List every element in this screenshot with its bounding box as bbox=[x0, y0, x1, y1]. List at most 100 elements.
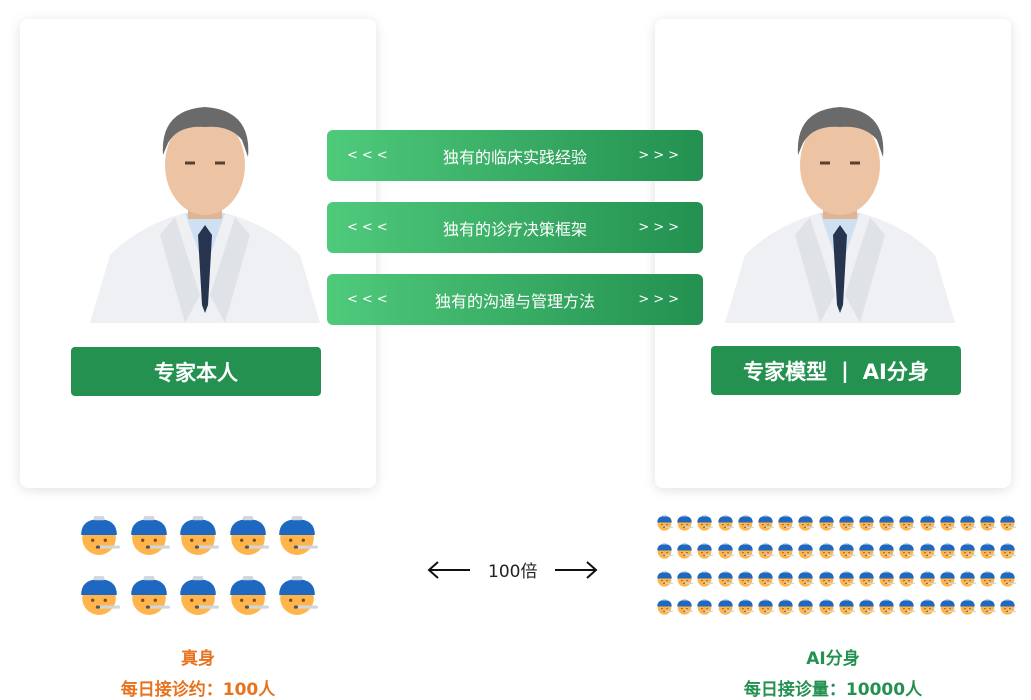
patient-face-icon bbox=[276, 514, 318, 556]
patient-face-icon bbox=[717, 542, 734, 559]
patient-face-icon bbox=[737, 570, 754, 587]
arrow-right-icon bbox=[555, 560, 598, 579]
patient-face-icon bbox=[919, 542, 936, 559]
patient-face-icon bbox=[919, 514, 936, 531]
expert-card: 专家本人 bbox=[20, 19, 376, 488]
patient-face-icon bbox=[939, 514, 956, 531]
patient-face-icon bbox=[919, 570, 936, 587]
patient-face-icon bbox=[858, 514, 875, 531]
patient-face-icon bbox=[757, 570, 774, 587]
patient-face-icon bbox=[777, 514, 794, 531]
label-separator: | bbox=[841, 358, 849, 383]
patient-face-icon bbox=[757, 542, 774, 559]
left-stats-line: 每日接诊约：100人 bbox=[120, 680, 276, 700]
right-stats-title: AI分身 bbox=[806, 649, 860, 669]
patient-face-icon bbox=[696, 598, 713, 615]
patient-face-icon bbox=[656, 514, 673, 531]
patient-face-icon bbox=[878, 598, 895, 615]
patient-face-icon bbox=[696, 514, 713, 531]
ai-model-card: 专家模型 | AI分身 bbox=[655, 19, 1011, 488]
patient-face-icon bbox=[818, 514, 835, 531]
patient-face-icon bbox=[999, 570, 1016, 587]
chevrons-right-icon: >>> bbox=[638, 148, 683, 163]
patient-face-icon bbox=[898, 570, 915, 587]
patient-face-icon bbox=[818, 570, 835, 587]
chevrons-right-icon: >>> bbox=[638, 220, 683, 235]
banner-clinical-experience: <<< 独有的临床实践经验 >>> bbox=[327, 130, 703, 181]
patient-face-icon bbox=[777, 598, 794, 615]
banner-decision-framework: <<< 独有的诊疗决策框架 >>> bbox=[327, 202, 703, 253]
patient-face-icon bbox=[177, 574, 219, 616]
patient-face-icon bbox=[128, 514, 170, 556]
patient-face-icon bbox=[78, 574, 120, 616]
patient-face-icon bbox=[999, 542, 1016, 559]
patient-face-icon bbox=[128, 574, 170, 616]
patient-face-icon bbox=[959, 570, 976, 587]
doctor-photo bbox=[725, 95, 955, 323]
patient-face-icon bbox=[959, 598, 976, 615]
chevrons-right-icon: >>> bbox=[638, 292, 683, 307]
ai-label-text: AI分身 bbox=[862, 359, 929, 384]
right-stats: AI分身 每日接诊量：10000人 bbox=[733, 644, 933, 700]
patient-face-icon bbox=[276, 574, 318, 616]
patient-face-icon bbox=[717, 514, 734, 531]
patient-face-icon bbox=[737, 598, 754, 615]
patient-face-icon bbox=[777, 570, 794, 587]
arrow-left-icon bbox=[427, 560, 470, 579]
patient-face-icon bbox=[959, 514, 976, 531]
patient-face-icon bbox=[878, 542, 895, 559]
patient-face-icon bbox=[838, 598, 855, 615]
multiplier-row: 100倍 bbox=[426, 557, 599, 582]
patient-face-icon bbox=[939, 598, 956, 615]
patient-face-icon bbox=[777, 542, 794, 559]
doctor-photo bbox=[90, 95, 320, 323]
patient-face-icon bbox=[78, 514, 120, 556]
multiplier-text: 100倍 bbox=[488, 562, 538, 582]
patient-face-icon bbox=[737, 542, 754, 559]
banner-text: 独有的诊疗决策框架 bbox=[442, 219, 587, 239]
patient-face-icon bbox=[676, 514, 693, 531]
patient-face-icon bbox=[878, 514, 895, 531]
patient-face-icon bbox=[838, 542, 855, 559]
patient-face-icon bbox=[818, 598, 835, 615]
patient-face-icon bbox=[979, 514, 996, 531]
patient-face-icon bbox=[717, 598, 734, 615]
patient-face-icon bbox=[757, 598, 774, 615]
patient-face-icon bbox=[757, 514, 774, 531]
patient-face-icon bbox=[838, 514, 855, 531]
patient-face-icon bbox=[979, 570, 996, 587]
patient-face-icon bbox=[676, 542, 693, 559]
patient-face-icon bbox=[919, 598, 936, 615]
patient-face-icon bbox=[656, 598, 673, 615]
ai-model-label: 专家模型 | AI分身 bbox=[711, 346, 961, 395]
patient-face-icon bbox=[676, 570, 693, 587]
chevrons-left-icon: <<< bbox=[347, 148, 392, 163]
patient-face-icon bbox=[999, 514, 1016, 531]
right-stats-line: 每日接诊量：10000人 bbox=[743, 680, 923, 700]
patient-face-icon bbox=[656, 570, 673, 587]
patient-face-icon bbox=[898, 598, 915, 615]
chevrons-left-icon: <<< bbox=[347, 220, 392, 235]
patient-face-icon bbox=[696, 542, 713, 559]
patient-face-icon bbox=[177, 514, 219, 556]
left-stats-title: 真身 bbox=[181, 649, 215, 669]
patient-face-icon bbox=[959, 542, 976, 559]
patient-face-icon bbox=[898, 514, 915, 531]
patient-face-icon bbox=[858, 598, 875, 615]
patient-face-icon bbox=[979, 598, 996, 615]
banner-communication-methods: <<< 独有的沟通与管理方法 >>> bbox=[327, 274, 703, 325]
patient-face-icon bbox=[939, 570, 956, 587]
patient-face-icon bbox=[838, 570, 855, 587]
model-label-text: 专家模型 bbox=[743, 359, 828, 384]
banner-text: 独有的沟通与管理方法 bbox=[434, 291, 595, 311]
patient-face-icon bbox=[979, 542, 996, 559]
patient-face-icon bbox=[878, 570, 895, 587]
banner-text: 独有的临床实践经验 bbox=[442, 147, 587, 167]
chevrons-left-icon: <<< bbox=[347, 292, 392, 307]
patient-face-icon bbox=[858, 570, 875, 587]
patient-face-icon bbox=[898, 542, 915, 559]
patient-face-icon bbox=[939, 542, 956, 559]
patient-face-icon bbox=[797, 514, 814, 531]
patient-face-icon bbox=[717, 570, 734, 587]
patient-face-icon bbox=[227, 514, 269, 556]
